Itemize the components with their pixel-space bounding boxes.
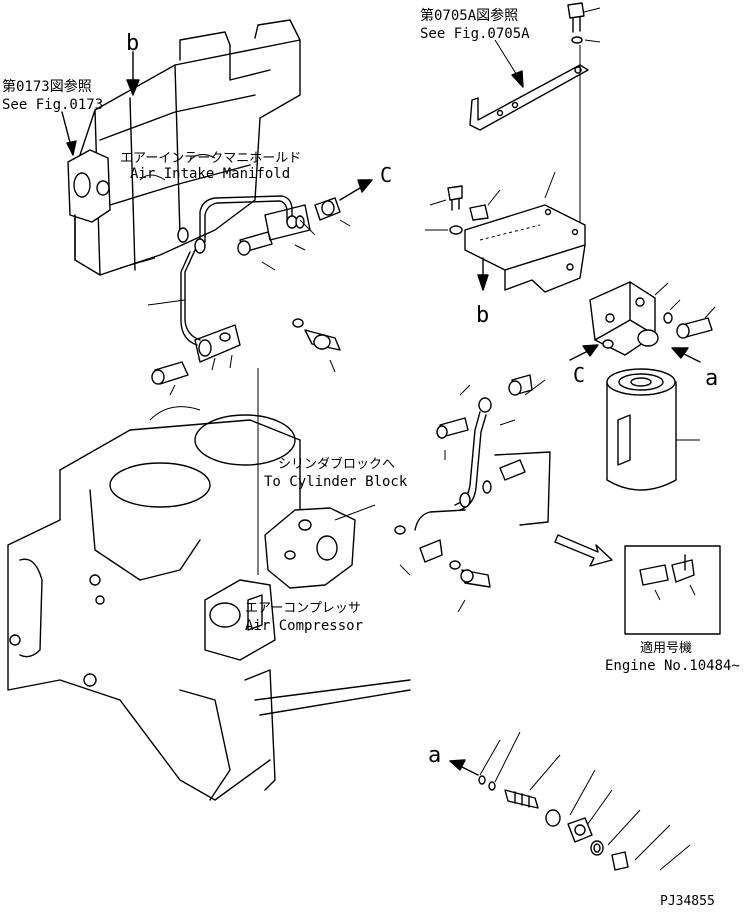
- label-b-mid: b: [476, 303, 489, 328]
- intake-manifold-jp: エアーインテークマニホールド: [120, 151, 301, 166]
- label-c-mid: C: [573, 363, 585, 387]
- engine-no-jp: 適用号機: [640, 640, 692, 656]
- arrow-c-top: [339, 179, 373, 201]
- to-cylinder-block-en: To Cylinder Block: [264, 474, 408, 490]
- air-compressor-drawing: [204, 507, 356, 661]
- air-compressor-jp: エアーコンプレッサ: [245, 601, 361, 616]
- arrow-c-mid: [569, 344, 599, 361]
- intake-manifold-en: Air Intake Manifold: [130, 166, 290, 182]
- arrow-a-bottom: [449, 759, 479, 776]
- upper-pipe: [180, 195, 305, 346]
- label-c-top: C: [380, 163, 392, 187]
- engine-inset: [624, 545, 721, 635]
- arrow-to-inset: [554, 534, 613, 567]
- drawing-number: PJ34855: [660, 894, 715, 909]
- arrow-b-top: [126, 51, 140, 96]
- bracket-upper: [469, 64, 589, 131]
- air-compressor-en: Air Compressor: [245, 618, 363, 634]
- filter-head: [589, 281, 716, 356]
- arrow-b-mid: [477, 257, 489, 291]
- engine-no-en: Engine No.10484~: [605, 658, 740, 674]
- bolt-bracket: [425, 171, 556, 235]
- upper-fittings: [151, 197, 341, 385]
- cylinder-block-drawing: [7, 406, 411, 801]
- ref-0173-en: See Fig.0173: [2, 97, 103, 113]
- ref-0705a-jp: 第0705A図参照: [420, 7, 518, 24]
- arrow-a-right: [671, 347, 701, 363]
- leaders-upper: [119, 219, 351, 396]
- air-intake-manifold-drawing: [67, 19, 301, 276]
- bolt-topright: [567, 2, 601, 44]
- bracket-mid: [464, 204, 586, 293]
- label-b-top: b: [126, 31, 139, 56]
- label-a-bottom: a: [428, 743, 441, 768]
- ref-0173-jp: 第0173図参照: [2, 78, 92, 95]
- bottom-exploded-view: [478, 731, 691, 871]
- filter-cartridge: [606, 368, 700, 491]
- to-cylinder-block-jp: シリンダブロックへ: [278, 456, 395, 472]
- label-a-right: a: [705, 366, 718, 391]
- ref-0705a-en: See Fig.0705A: [420, 26, 530, 42]
- lower-pipe: [334, 374, 551, 613]
